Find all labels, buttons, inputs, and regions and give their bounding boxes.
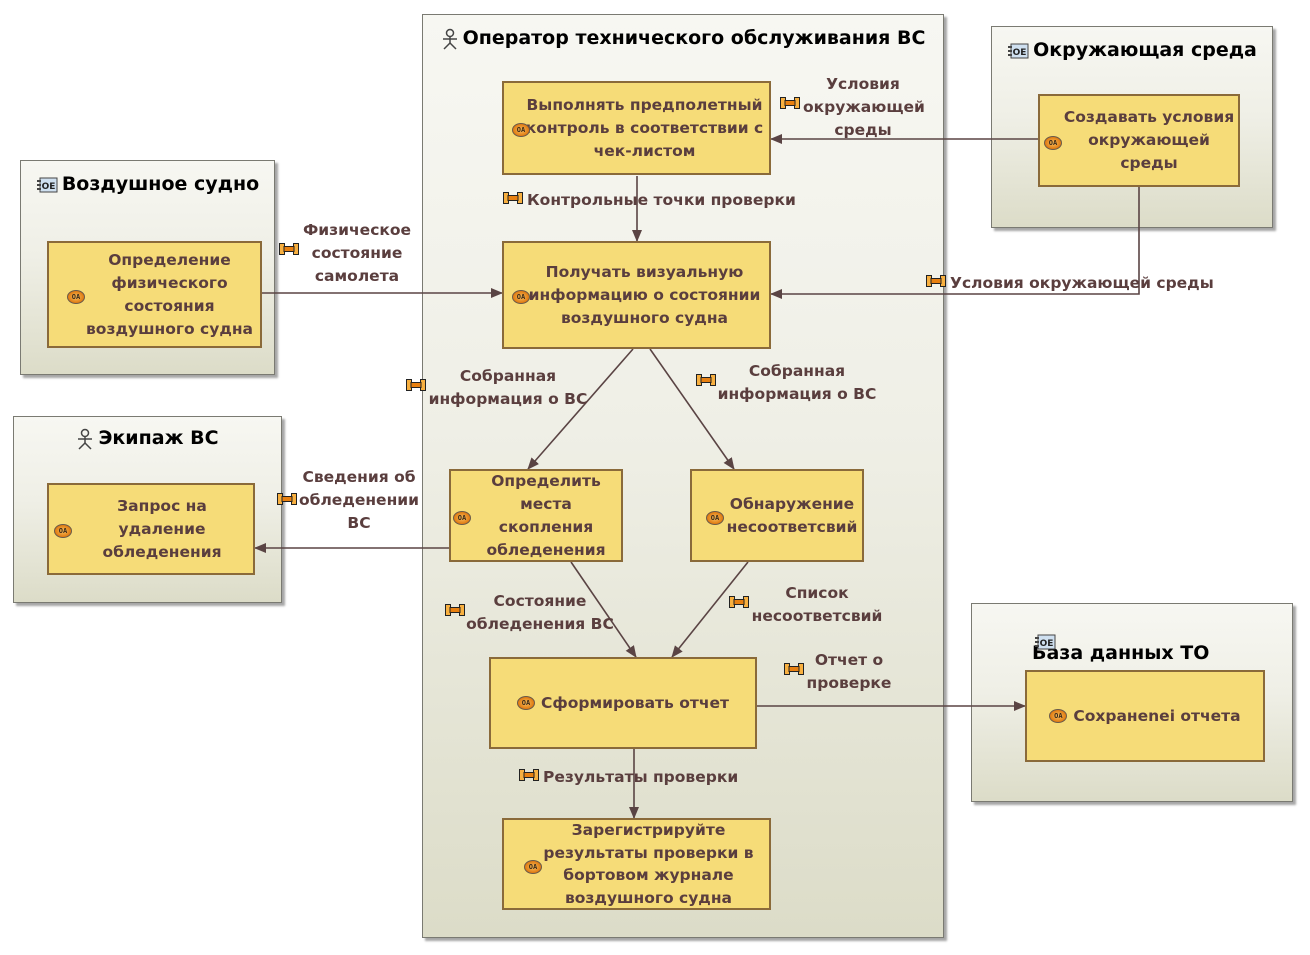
operational-activity-icon: OA (67, 290, 85, 304)
function-visual-info-label: Получать визуальную информацию о состоян… (528, 262, 761, 327)
actor-icon (442, 28, 457, 50)
svg-text:OE: OE (1013, 48, 1027, 58)
function-save-report[interactable]: OA Сохранenei отчета (1025, 670, 1265, 762)
exchange-item-icon (780, 97, 800, 109)
function-preflight[interactable]: OA Выполнять предполетный контроль в соо… (502, 81, 771, 175)
operational-activity-icon: OA (1044, 136, 1062, 150)
operational-entity-icon: OE (1008, 43, 1029, 58)
function-visual-info[interactable]: OA Получать визуальную информацию о сост… (502, 241, 771, 349)
operational-activity-icon: OA (512, 123, 530, 137)
function-report-text: Сформировать отчет (541, 693, 729, 712)
exchange-label-collected-info-2[interactable]: Собранная информация о ВС (717, 362, 877, 403)
operational-activity-icon: OA (706, 511, 724, 525)
exchange-item-icon (926, 275, 946, 287)
function-phys-state-label: Определение физического состояния воздуш… (85, 250, 254, 338)
entity-aircraft-label: Воздушное судно (61, 173, 260, 195)
exchange-label-env-conditions-2[interactable]: Условия окружающей среды (950, 274, 1214, 292)
operational-entity-icon: OE (1035, 634, 1056, 650)
function-preflight-label: Выполнять предполетный контроль в соотве… (525, 95, 764, 160)
function-deice-request-label: Запрос на удаление обледенения (102, 496, 222, 561)
function-save-report-label: OA Сохранenei отчета (1049, 705, 1241, 728)
function-icing-spots[interactable]: OA Определить места скопления обледенени… (449, 469, 623, 562)
function-create-env[interactable]: OA Создавать условия окружающей среды (1038, 94, 1240, 187)
operational-activity-icon: OA (1049, 709, 1068, 723)
exchange-label-checkpoints[interactable]: Контрольные точки проверки (527, 191, 796, 209)
operational-activity-icon: OA (524, 860, 542, 874)
exchange-label-icing-info[interactable]: Сведения об обледенении ВС (298, 468, 420, 532)
exchange-item-icon (406, 379, 426, 391)
exchange-label-icing-state[interactable]: Состояние обледенения ВС (466, 592, 614, 633)
entity-operator-title: Оператор технического обслуживания ВС (423, 25, 943, 51)
exchange-label-phys-state-plane[interactable]: Физическое состояние самолета (302, 221, 412, 285)
entity-crew-title: Экипаж ВС (14, 425, 281, 451)
function-deice-request[interactable]: OA Запрос на удаление обледенения (47, 483, 255, 575)
actor-icon (78, 428, 93, 450)
exchange-item-icon (445, 604, 465, 616)
function-create-env-label: Создавать условия окружающей среды (1063, 108, 1235, 172)
function-discrepancy[interactable]: OA Обнаружение несоответсвий (690, 469, 864, 562)
exchange-item-icon (696, 374, 716, 386)
exchange-item-icon (729, 596, 749, 608)
entity-environment-label: Окружающая среда (1033, 39, 1257, 61)
svg-text:OE: OE (1040, 639, 1054, 649)
exchange-label-check-results[interactable]: Результаты проверки (543, 768, 739, 786)
operational-activity-icon: OA (512, 290, 530, 304)
operational-activity-icon: OA (54, 524, 72, 538)
function-report[interactable]: OA Сформировать отчет (489, 657, 757, 749)
exchange-item-icon (784, 663, 804, 675)
function-register[interactable]: OA Зарегистрируйте результаты проверки в… (502, 818, 771, 910)
exchange-label-collected-info-1[interactable]: Собранная информация о ВС (428, 367, 588, 408)
exchange-label-env-conditions-1[interactable]: Условия окружающей среды (803, 75, 925, 139)
operational-activity-icon: OA (517, 696, 535, 710)
exchange-item-icon (277, 493, 297, 505)
function-icing-spots-label: Определить места скопления обледенения (486, 471, 606, 559)
function-phys-state[interactable]: OA Определение физического состояния воз… (47, 241, 262, 348)
svg-text:OE: OE (41, 182, 55, 192)
exchange-label-report-out[interactable]: Отчет о проверке (806, 651, 892, 692)
exchange-label-discrepancy-list[interactable]: Список несоответсвий (751, 584, 883, 625)
exchange-item-icon (503, 192, 523, 204)
exchange-item-icon (279, 243, 299, 255)
entity-crew-label: Экипаж ВС (98, 427, 219, 449)
function-register-label: Зарегистрируйте результаты проверки в бо… (543, 821, 754, 907)
entity-environment-title: OE Окружающая среда (992, 37, 1272, 63)
entity-aircraft-title: OE Воздушное судно (21, 171, 274, 197)
operational-entity-icon: OE (36, 177, 58, 192)
entity-operator-label: Оператор технического обслуживания ВС (462, 27, 926, 49)
function-discrepancy-label: Обнаружение несоответсвий (726, 494, 858, 536)
operational-activity-icon: OA (453, 511, 471, 525)
function-report-label: OA Сформировать отчет (517, 692, 729, 715)
exchange-item-icon (519, 769, 539, 781)
function-save-report-text: Сохранenei отчета (1073, 706, 1241, 725)
